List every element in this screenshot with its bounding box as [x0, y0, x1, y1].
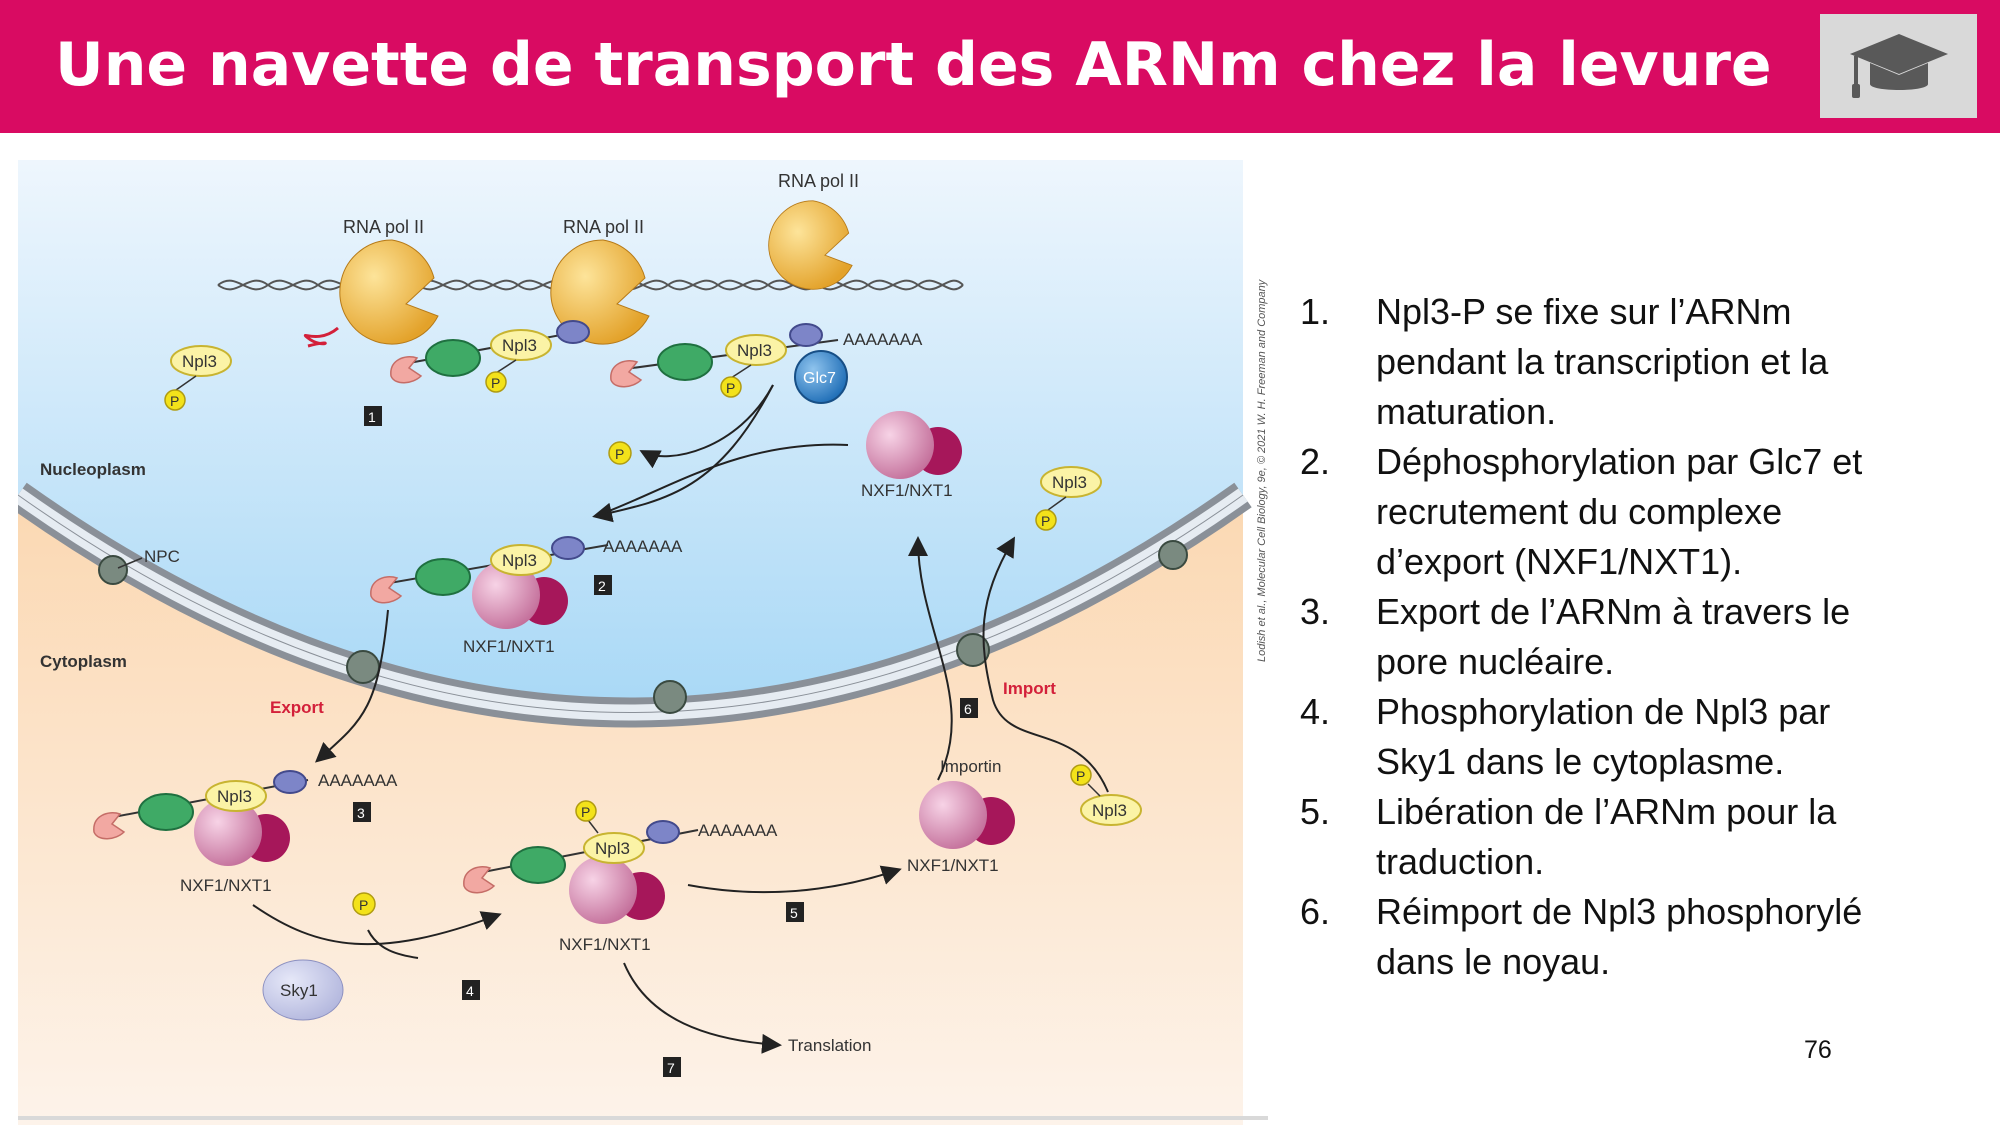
- graduation-cap-icon: [1849, 34, 1948, 98]
- step-number-6: 6: [964, 701, 972, 717]
- slide-title: Une navette de transport des ARNm chez l…: [55, 30, 1772, 100]
- label-rna-pol-3: RNA pol II: [778, 171, 859, 191]
- mrnp-step3: Npl3 AAAAAAA NXF1/NXT1: [93, 770, 398, 895]
- figure-credit: Lodish et al., Molecular Cell Biology, 9…: [1256, 278, 1268, 662]
- p-label: P: [1041, 513, 1050, 529]
- p-label: P: [581, 804, 590, 820]
- label-cytoplasm: Cytoplasm: [40, 652, 127, 671]
- step-badge-3: [353, 802, 371, 822]
- polya-step3: AAAAAAA: [318, 771, 398, 790]
- step-item-4: 4. Phosphorylation de Npl3 par Sky1 dans…: [1300, 687, 1980, 787]
- p-label: P: [615, 446, 624, 462]
- label-translation: Translation: [788, 1036, 871, 1055]
- npl3-free-1: Npl3: [182, 352, 217, 371]
- p-label: P: [170, 393, 179, 409]
- npl3-cyto: Npl3: [1092, 801, 1127, 820]
- nxf-label-cyto: NXF1/NXT1: [907, 856, 999, 875]
- nxf-label-step3: NXF1/NXT1: [180, 876, 272, 895]
- step-item-line: Phosphorylation de Npl3 par: [1376, 691, 1831, 732]
- step-badge-1: [364, 406, 382, 426]
- p-label: P: [359, 897, 368, 913]
- label-npc: NPC: [144, 547, 180, 566]
- npl3-step1a: Npl3: [502, 336, 537, 355]
- step-badge-5: [786, 902, 804, 922]
- sky1-label: Sky1: [280, 981, 318, 1000]
- label-export: Export: [270, 698, 324, 717]
- step-number-1: 1: [368, 409, 376, 425]
- step-item-2: 2. Déphosphorylation par Glc7 et recrute…: [1300, 437, 1980, 587]
- glc7-label: Glc7: [803, 370, 836, 387]
- step-number-5: 5: [790, 905, 798, 921]
- step-item-5: 5. Libération de l’ARNm pour la traducti…: [1300, 787, 1980, 887]
- page-number: 76: [1804, 1036, 1832, 1064]
- step-item-line: pendant la transcription et la: [1376, 341, 1829, 382]
- label-rna-pol-2: RNA pol II: [563, 217, 644, 237]
- step-item-line: Npl3-P se fixe sur l’ARNm: [1376, 291, 1792, 332]
- step-badge-4: [462, 980, 480, 1000]
- step-item-line: Réimport de Npl3 phosphorylé: [1376, 891, 1863, 932]
- cap-box: [1820, 14, 1977, 118]
- step-item-line: pore nucléaire.: [1376, 641, 1615, 682]
- figure-svg: RNA pol II RNA pol II RNA pol II Npl3 P …: [9, 160, 1268, 1125]
- step-item-line: Export de l’ARNm à travers le: [1376, 591, 1851, 632]
- steps-list: 1. Npl3-P se fixe sur l’ARNm pendant la …: [1300, 287, 1980, 987]
- mrna-shuttle-figure: RNA pol II RNA pol II RNA pol II Npl3 P …: [9, 160, 1268, 1125]
- step-badge-7: [663, 1057, 681, 1077]
- polya-step4: AAAAAAA: [698, 821, 778, 840]
- p-label: P: [491, 375, 500, 391]
- step-item-number: 2.: [1300, 441, 1331, 482]
- mrnp-step2: Npl3 AAAAAAA NXF1/NXT1: [370, 536, 683, 656]
- step-item-line: d’export (NXF1/NXT1).: [1376, 541, 1743, 582]
- step-item-3: 3. Export de l’ARNm à travers le pore nu…: [1300, 587, 1980, 687]
- step-badge-2: [594, 575, 612, 595]
- step-badge-6: [960, 698, 978, 718]
- step-number-2: 2: [598, 578, 606, 594]
- npl3-free-2: Npl3: [1052, 473, 1087, 492]
- npl3-step4: Npl3: [595, 839, 630, 858]
- mrnp-step4: Npl3 P AAAAAAA NXF1/NXT1: [463, 800, 778, 954]
- step-number-7: 7: [667, 1060, 675, 1076]
- label-nucleoplasm: Nucleoplasm: [40, 460, 146, 479]
- step-item-line: Déphosphorylation par Glc7 et: [1376, 441, 1863, 482]
- step-item-number: 5.: [1300, 791, 1331, 832]
- nxf-label-top: NXF1/NXT1: [861, 481, 953, 500]
- label-import: Import: [1003, 679, 1056, 698]
- nxf-label-step2: NXF1/NXT1: [463, 637, 555, 656]
- mrnp-step1a: Npl3 P: [390, 320, 590, 393]
- step-item-line: Libération de l’ARNm pour la: [1376, 791, 1837, 832]
- step-item-number: 1.: [1300, 291, 1331, 332]
- npl3-step2: Npl3: [502, 551, 537, 570]
- slide-header: Une navette de transport des ARNm chez l…: [0, 0, 2000, 133]
- label-rna-pol-1: RNA pol II: [343, 217, 424, 237]
- importin-label: Importin: [940, 757, 1001, 776]
- mrnp-step1b: Npl3 P AAAAAAA Glc7: [610, 323, 923, 404]
- nxf-label-step4: NXF1/NXT1: [559, 935, 651, 954]
- step-number-3: 3: [357, 805, 365, 821]
- p-label: P: [726, 380, 735, 396]
- step-item-1: 1. Npl3-P se fixe sur l’ARNm pendant la …: [1300, 287, 1980, 437]
- step-item-number: 6.: [1300, 891, 1331, 932]
- nuclear-pore-complex: [98, 540, 1188, 714]
- step-item-6: 6. Réimport de Npl3 phosphorylé dans le …: [1300, 887, 1980, 987]
- npl3-step3: Npl3: [217, 787, 252, 806]
- step-item-line: maturation.: [1376, 391, 1557, 432]
- step-item-line: Sky1 dans le cytoplasme.: [1376, 741, 1785, 782]
- p-label: P: [1076, 768, 1085, 784]
- step-item-line: traduction.: [1376, 841, 1545, 882]
- step-item-line: dans le noyau.: [1376, 941, 1611, 982]
- step-item-number: 3.: [1300, 591, 1331, 632]
- polya-step2: AAAAAAA: [603, 537, 683, 556]
- step-item-number: 4.: [1300, 691, 1331, 732]
- step-number-4: 4: [466, 983, 474, 999]
- polya-step1: AAAAAAA: [843, 330, 923, 349]
- step-item-line: recrutement du complexe: [1376, 491, 1783, 532]
- npl3-step1b: Npl3: [737, 341, 772, 360]
